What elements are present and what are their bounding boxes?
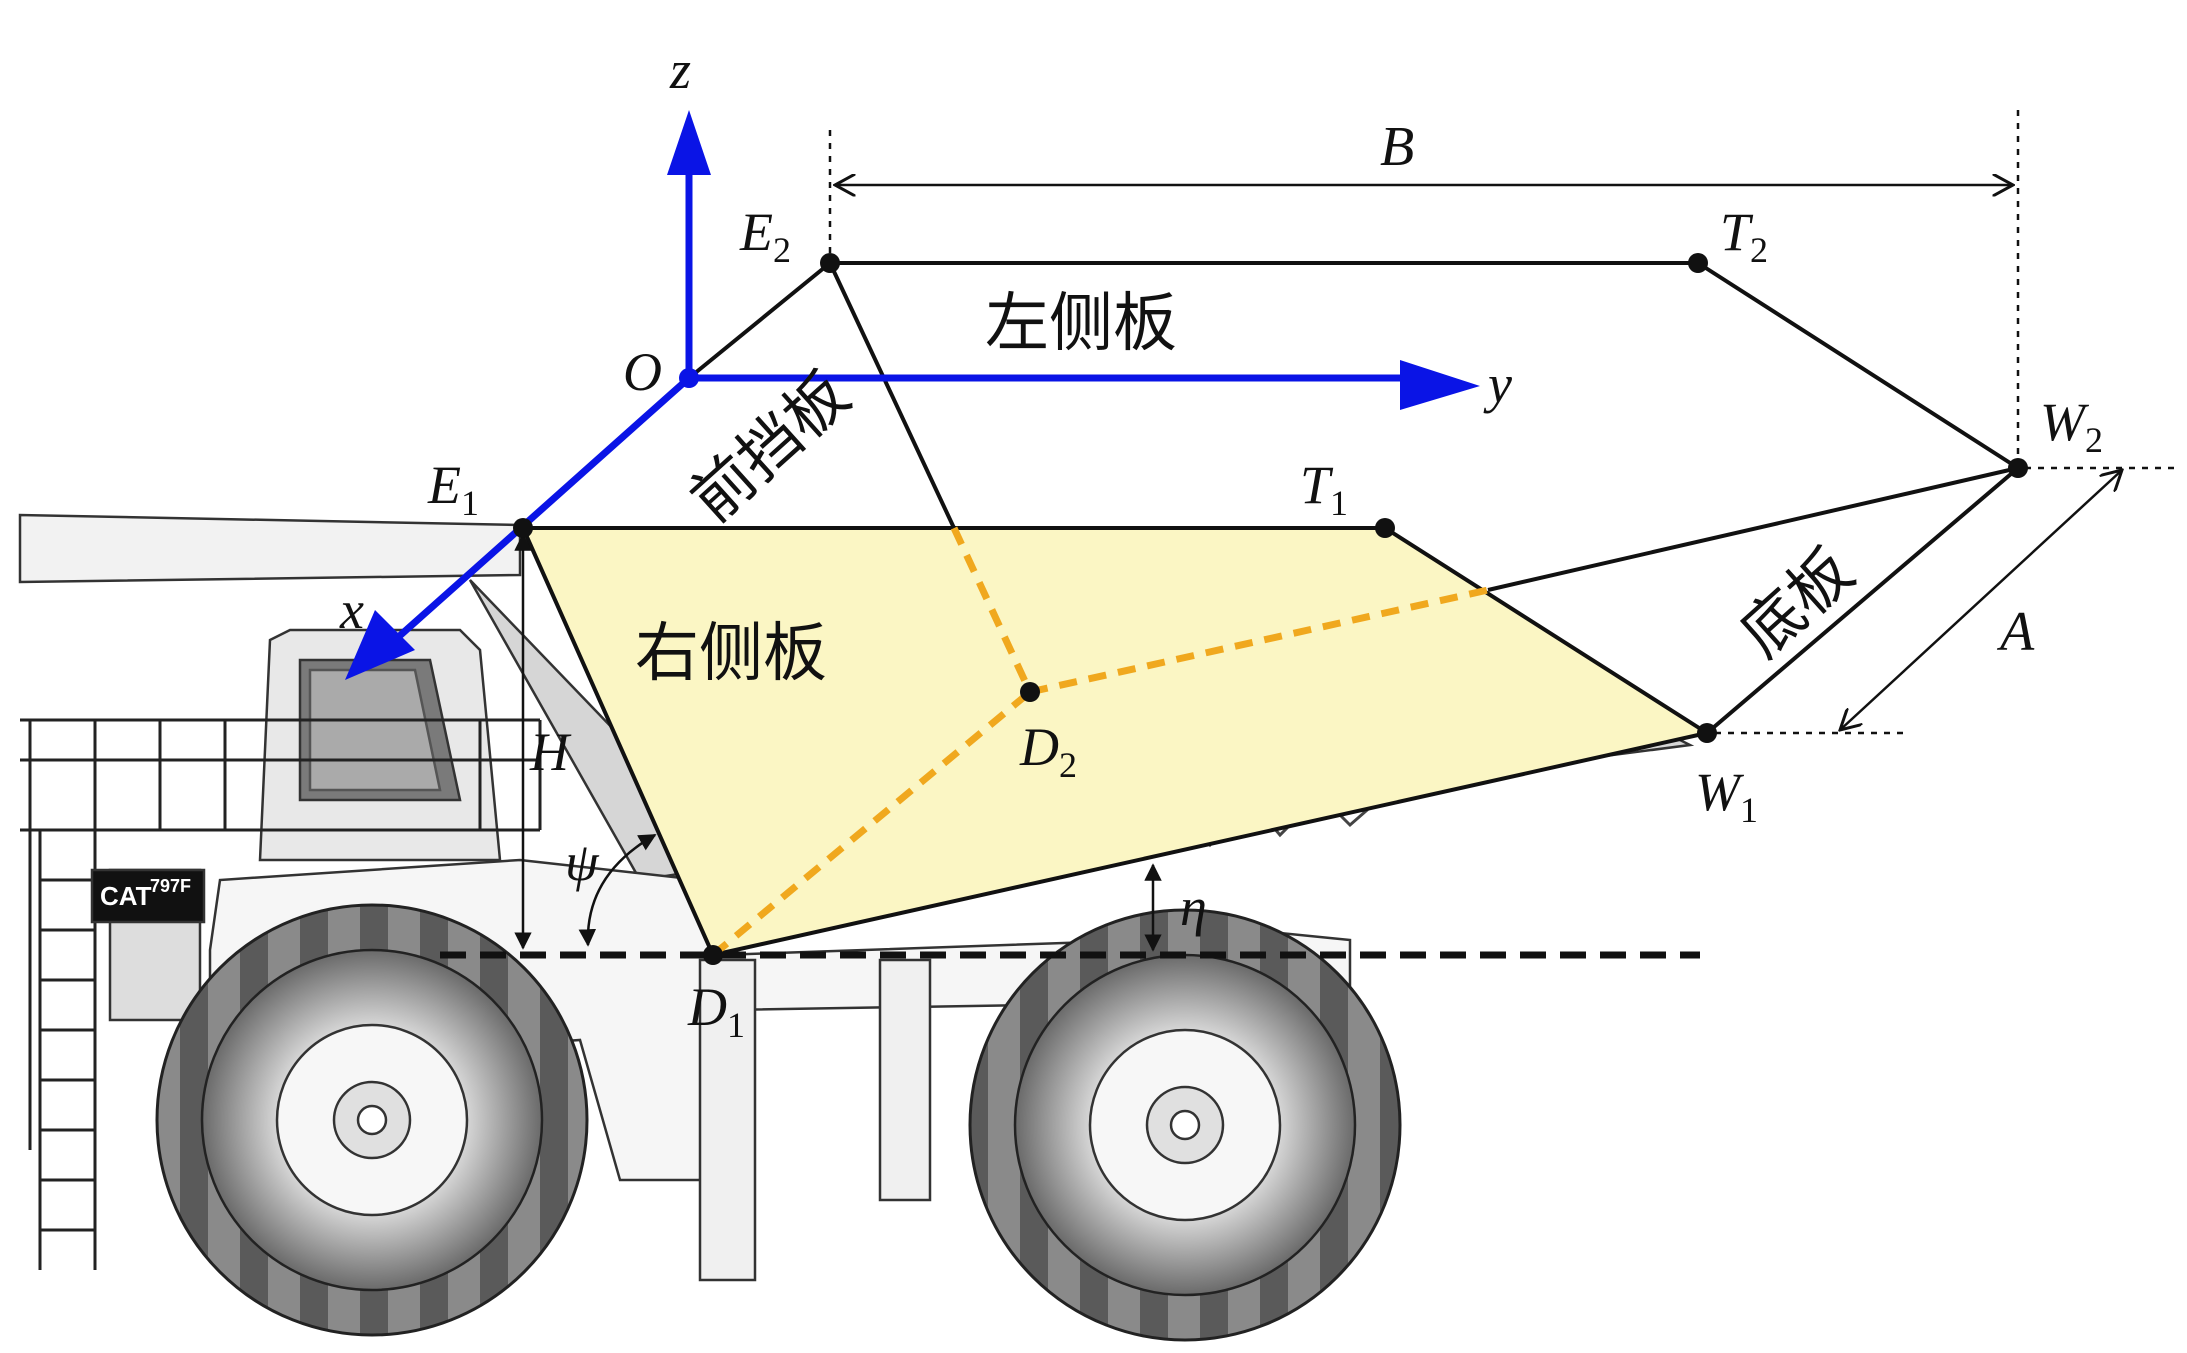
vertex-points: [513, 253, 2028, 965]
point-E1: [513, 518, 533, 538]
hidden-edge-upper: [950, 526, 1034, 694]
point-W1: [1697, 723, 1717, 743]
deck-railings: [20, 718, 542, 1150]
origin-point: [679, 368, 699, 388]
mining-truck-illustration: [18, 513, 1695, 1342]
edge-E2-down: [828, 262, 956, 529]
dimension-label-A: A: [1996, 601, 2035, 663]
label-T2: T2: [1720, 202, 1768, 270]
x-axis-line: [392, 375, 692, 643]
rear-wheel: [968, 908, 1402, 1342]
dimension-label-H: H: [529, 722, 572, 782]
right-side-panel: [521, 526, 1709, 957]
point-D2: [1020, 682, 1040, 702]
truck-model-text: 797F: [150, 876, 191, 896]
label-D1: D1: [687, 977, 745, 1045]
truck-badge-text: CAT: [100, 881, 152, 911]
z-axis-arrow: [667, 110, 711, 175]
edge-W2-rear: [1487, 466, 2019, 592]
label-T1: T1: [1300, 455, 1348, 523]
rear-strut: [878, 958, 932, 1202]
cat-badge: [90, 868, 206, 924]
origin-label: O: [623, 342, 662, 402]
edge-E2-E1: [687, 261, 832, 380]
axis-label-z: z: [669, 40, 691, 100]
point-W2: [2008, 458, 2028, 478]
panel-label-front: 前挡板: [676, 357, 863, 536]
label-W1: W1: [1695, 762, 1758, 830]
x-axis-arrow: [345, 610, 415, 680]
label-D2: D2: [1019, 717, 1077, 785]
point-T2: [1688, 253, 1708, 273]
panel-label-left-side: 左侧板: [985, 287, 1177, 361]
label-E1: E1: [427, 455, 479, 523]
point-D1: [703, 945, 723, 965]
truck-canopy: [18, 513, 522, 584]
hidden-edge-lower: [1029, 586, 1489, 696]
front-wheel: [155, 903, 589, 1337]
hidden-edges: [710, 526, 1489, 958]
coordinate-axes: [345, 110, 1480, 680]
edge-T2-W2: [1696, 261, 2020, 470]
dimension-label-eta: η: [1180, 877, 1207, 937]
hidden-edge-diagonal: [710, 689, 1033, 958]
panel-label-right-side: 右侧板: [635, 617, 827, 691]
panel-label-bottom: 底板: [1726, 534, 1867, 671]
access-ladder: [38, 830, 97, 1270]
angle-psi-arc: [578, 833, 657, 947]
angle-label-psi: ψ: [565, 832, 600, 892]
dimension-B: [828, 110, 2020, 468]
axis-label-y: y: [1483, 354, 1512, 414]
point-E2: [820, 253, 840, 273]
dimension-A: [1715, 466, 2180, 735]
dimension-label-B: B: [1380, 116, 1414, 178]
label-W2: W2: [2040, 392, 2103, 460]
axis-label-x: x: [339, 580, 364, 640]
hoist-cylinder: [698, 958, 757, 1282]
y-axis-arrow: [1400, 360, 1480, 410]
label-E2: E2: [739, 202, 791, 270]
point-T1: [1375, 518, 1395, 538]
